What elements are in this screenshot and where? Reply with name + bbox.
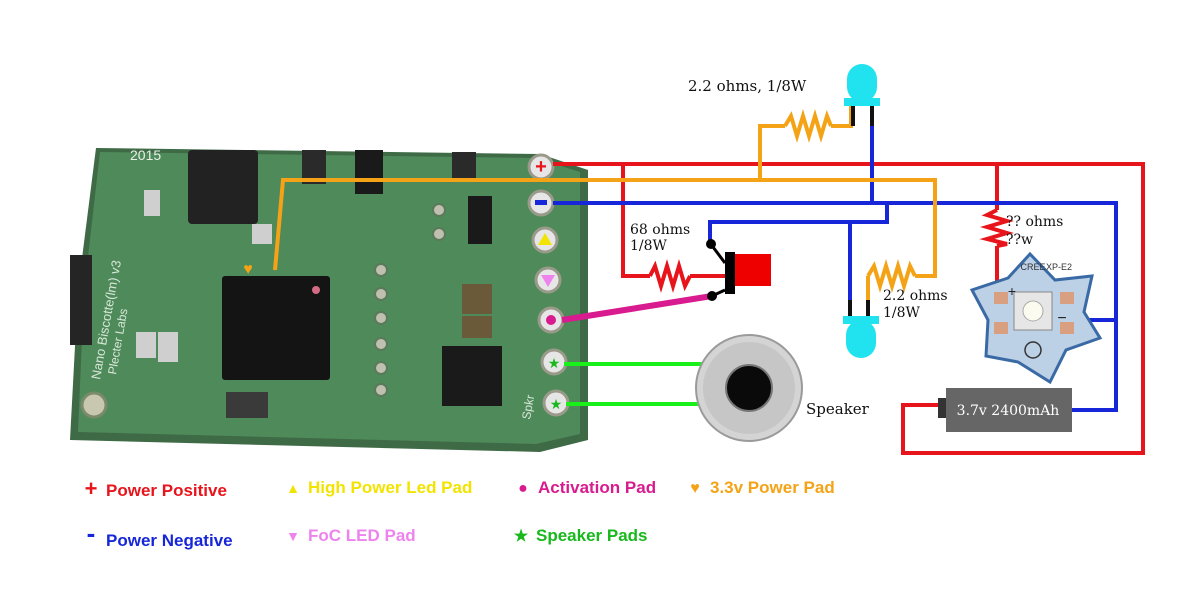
label-resistor-right-value: ?? ohms bbox=[1006, 214, 1063, 230]
mounting-hole bbox=[80, 391, 108, 419]
battery bbox=[938, 388, 1072, 432]
pad-speaker-marker-2: ★ bbox=[550, 396, 563, 412]
resistor-mid bbox=[866, 259, 917, 293]
speaker bbox=[695, 334, 803, 442]
pad-negative-marker bbox=[535, 200, 547, 205]
legend-3v3-power-pad: ♥3.3v Power Pad bbox=[684, 478, 834, 498]
legend-foc-led-pad: ▼FoC LED Pad bbox=[282, 526, 416, 546]
soundboard-pcb: + ★ ★ ♥ 2015 Nano Biscotte(lm) v3 Plecte… bbox=[70, 147, 588, 452]
legend-power-positive: +Power Positive bbox=[80, 476, 227, 502]
minus-icon: - bbox=[86, 518, 96, 548]
label-resistor-top: 2.2 ohms, 1/8W bbox=[688, 77, 807, 95]
pad-high-power-led-marker bbox=[538, 233, 552, 245]
heart-icon: ♥ bbox=[690, 480, 700, 497]
led-star-minus: − bbox=[1057, 310, 1066, 327]
wire-negative bbox=[553, 120, 1118, 412]
wire-activation bbox=[561, 293, 713, 323]
led-star-model: XP-E2 bbox=[1046, 262, 1072, 272]
pad-positive-marker: + bbox=[535, 156, 547, 178]
resistor-left bbox=[648, 259, 692, 293]
legend-power-negative: -Power Negative bbox=[80, 518, 233, 553]
silk-pad-group: Spkr bbox=[519, 394, 537, 421]
wire-speaker bbox=[564, 362, 708, 406]
led-star-brand: CREE bbox=[1020, 262, 1045, 272]
resistor-top bbox=[783, 109, 833, 143]
pad-activation-marker bbox=[546, 315, 556, 325]
label-speaker: Speaker bbox=[806, 400, 870, 418]
label-resistor-right-power: ??w bbox=[1006, 232, 1033, 248]
cree-led-star: CREE XP-E2 + − bbox=[969, 251, 1103, 385]
triangle-up-icon: ▲ bbox=[286, 480, 300, 496]
battery-label: 3.7v 2400mAh bbox=[957, 403, 1060, 419]
label-resistor-left-power: 1/8W bbox=[630, 238, 668, 254]
led-top bbox=[844, 64, 880, 126]
main-ic-chip bbox=[222, 276, 330, 380]
plus-icon: + bbox=[84, 476, 98, 501]
star-icon: ★ bbox=[513, 528, 529, 545]
dot-icon: ● bbox=[518, 480, 528, 497]
label-resistor-mid-power: 1/8W bbox=[883, 305, 921, 321]
label-resistor-mid-value: 2.2 ohms bbox=[883, 288, 948, 304]
pad-speaker-marker-1: ★ bbox=[548, 355, 561, 371]
pad-3v3-marker: ♥ bbox=[243, 261, 253, 278]
legend-activation-pad: ●Activation Pad bbox=[512, 478, 656, 498]
pad-foc-led-marker bbox=[541, 275, 555, 287]
resistor-right bbox=[979, 208, 1014, 248]
silk-year: 2015 bbox=[130, 147, 161, 163]
led-star-plus: + bbox=[1008, 283, 1016, 299]
led-bottom bbox=[843, 300, 879, 358]
triangle-down-icon: ▼ bbox=[286, 528, 300, 544]
legend-high-power-led-pad: ▲High Power Led Pad bbox=[282, 478, 472, 498]
activation-button bbox=[706, 239, 771, 301]
label-resistor-left-value: 68 ohms bbox=[630, 222, 690, 238]
legend-speaker-pads: ★Speaker Pads bbox=[510, 526, 648, 546]
